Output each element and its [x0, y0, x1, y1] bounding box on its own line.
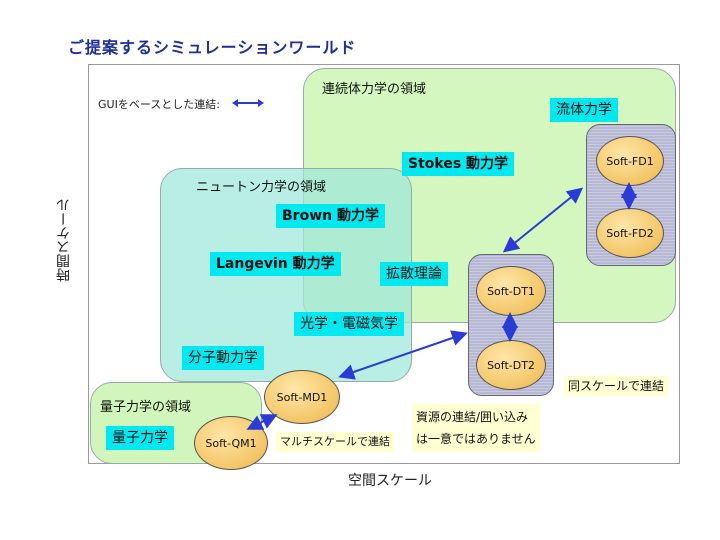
note-same-scale: 同スケールで連結: [564, 376, 669, 396]
topic-stokes: Stokes 動力学: [402, 152, 515, 176]
topic-diffusion: 拡散理論: [380, 262, 448, 286]
tool-soft-fd2[interactable]: Soft-FD2: [596, 208, 664, 258]
note-resources: 資源の連結/囲い込み は一意ではありません: [412, 404, 540, 452]
note-resources-line1: 資源の連結/囲い込み: [416, 410, 529, 424]
page-title: ご提案するシミュレーションワールド: [68, 38, 357, 57]
tool-soft-qm1[interactable]: Soft-QM1: [194, 416, 268, 470]
quantum-region-label: 量子力学の領域: [100, 400, 192, 415]
topic-optics: 光学・電磁気学: [294, 312, 404, 336]
topic-brown: Brown 動力学: [276, 204, 385, 228]
legend-text: GUIをベースとした連結:: [98, 98, 220, 111]
tool-soft-dt2[interactable]: Soft-DT2: [476, 340, 546, 390]
newton-region-label: ニュートン力学の領域: [196, 180, 327, 195]
y-axis-label: 時間スケール: [56, 198, 72, 282]
topic-langevin: Langevin 動力学: [210, 252, 341, 276]
continuum-region-label: 連続体力学の領域: [322, 82, 427, 97]
topic-quantum: 量子力学: [106, 426, 174, 450]
x-axis-label: 空間スケール: [348, 473, 432, 489]
topic-molecular: 分子動力学: [182, 346, 264, 370]
tool-soft-dt1[interactable]: Soft-DT1: [476, 266, 546, 316]
topic-fluid: 流体力学: [550, 98, 618, 122]
note-multi-scale: マルチスケールで連結: [276, 432, 394, 452]
tool-soft-md1[interactable]: Soft-MD1: [264, 370, 340, 424]
note-resources-line2: は一意ではありません: [416, 432, 536, 446]
double-arrow-icon: [232, 99, 264, 107]
tool-soft-fd1[interactable]: Soft-FD1: [596, 136, 664, 186]
